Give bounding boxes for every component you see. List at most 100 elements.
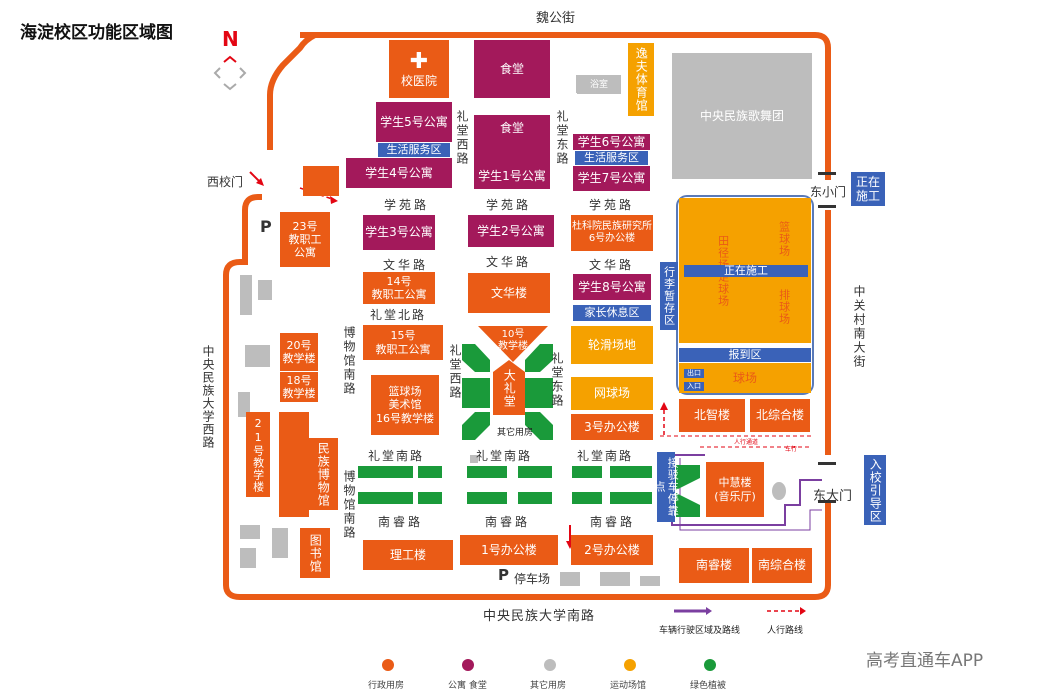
tennis-court: 网球场 (571, 377, 653, 410)
dorm-7: 学生7号公寓 (573, 166, 650, 191)
teaching-building-21: 21号教学楼 (246, 412, 270, 497)
building-nanzonghe: 南综合楼 (752, 548, 812, 583)
compass-north: N (222, 27, 239, 51)
pedestrian-arrow-west (299, 187, 336, 201)
service-area-east: 生活服务区 (575, 151, 648, 165)
legend-label: 其它用房 (530, 681, 567, 691)
building-yifu-gym: 逸夫体育馆 (628, 43, 654, 116)
dorm-3: 学生3号公寓 (363, 215, 435, 250)
legend-label: 绿色植被 (690, 681, 727, 691)
office-2: 2号办公楼 (571, 535, 653, 565)
route-legend-icons (674, 607, 806, 615)
road-litang-bei: 礼堂北路 (370, 308, 427, 322)
gate-dongdamen: 东大门 (813, 489, 853, 504)
entrance-label: 入口 (684, 382, 704, 391)
road-minda-xi: 中央民族大学西路 (201, 345, 215, 449)
dorm-8: 学生8号公寓 (573, 274, 651, 300)
road-guancun-nan: 中关村南大街 (852, 285, 866, 369)
building-shitang-north: 食堂 (474, 40, 550, 98)
dorm-6: 学生6号公寓 (573, 134, 650, 150)
building-yushi: 浴室 (577, 76, 621, 94)
road-xueyuan-3: 学苑路 (589, 198, 635, 212)
building-beizonghe: 北综合楼 (750, 399, 810, 432)
staff-apt-23: 23号 教职工 公寓 (280, 212, 330, 267)
legend-dot (704, 659, 716, 671)
road-wenhua-1: 文华路 (383, 258, 429, 272)
road-litang-dong-1: 礼堂东路 (555, 110, 569, 166)
road-nanrui-3: 南睿路 (590, 515, 636, 529)
under-construction-east: 正在施工 (851, 172, 885, 206)
museum-west-wing (279, 412, 309, 517)
legend-vehicle-route: 车辆行驶区域及路线 (659, 626, 741, 636)
skating-rink: 轮滑场地 (571, 326, 653, 364)
service-area-west: 生活服务区 (378, 143, 450, 157)
registration-area: 报到区 (679, 348, 811, 362)
building-small-west (303, 166, 339, 196)
lawns (358, 344, 700, 517)
under-construction-field: 正在施工 (684, 264, 808, 277)
parking-p-west: P (260, 217, 272, 236)
dorm-5: 学生5号公寓 (376, 102, 452, 142)
legend-dot (382, 659, 394, 671)
road-litang-dong-2: 礼堂东路 (550, 352, 564, 408)
staff-apt-15: 15号 教职工公寓 (363, 325, 443, 360)
watermark: 高考直通车APP (866, 651, 984, 671)
road-weigong: 魏公街 (536, 11, 576, 26)
exit-label: 出口 (684, 369, 704, 378)
legend-pedestrian-route: 人行路线 (767, 626, 804, 636)
library: 图书馆 (300, 528, 330, 578)
building-zhonghui: 中慧楼 (音乐厅) (706, 462, 764, 517)
road-litang-nan-1: 礼堂南路 (368, 449, 425, 463)
building-gewutuan: 中央民族歌舞团 (672, 53, 812, 179)
building-beizhi: 北智楼 (679, 399, 745, 432)
building-art-gallery-16: 篮球场 美术馆 16号教学楼 (371, 375, 439, 435)
map-title: 海淀校区功能区域图 (20, 23, 173, 43)
legend-dot (544, 659, 556, 671)
basketball-court: 篮球场 (777, 221, 791, 257)
building-ligong: 理工楼 (363, 540, 453, 570)
road-litang-nan-3: 礼堂南路 (577, 449, 634, 463)
road-litang-nan-2: 礼堂南路 (476, 449, 533, 463)
teaching-building-20: 20号 教学楼 (280, 333, 318, 371)
legend-dot (624, 659, 636, 671)
other-rooms-label: 其它用房 (497, 428, 534, 438)
hospital-cross-icon: ✚ (409, 48, 429, 74)
fountain (772, 482, 786, 500)
parents-rest-area: 家长休息区 (573, 305, 651, 321)
luggage-storage: 行李暂存区 (660, 262, 678, 330)
building-xiaoyiyuan: ✚ 校医院 (389, 40, 449, 98)
legend-dot (462, 659, 474, 671)
building-wenhualou: 文华楼 (468, 273, 550, 313)
building-nanrui: 南睿楼 (679, 548, 749, 583)
teaching-building-10 (478, 326, 548, 362)
compass-icon (213, 55, 247, 91)
road-bowuguan-nan-1: 博物馆南路 (342, 326, 356, 396)
staff-apt-14: 14号 教职工公寓 (363, 272, 435, 304)
building-shitang-dorm1: 食堂 学生1号公寓 (474, 115, 550, 189)
road-bowuguan-nan-2: 博物馆南路 (342, 470, 356, 540)
vehicle-lane-label: 车行 (785, 446, 798, 453)
road-nanrui-1: 南睿路 (378, 515, 424, 529)
legend-label: 公寓 食堂 (448, 681, 487, 691)
road-litang-xi-1: 礼堂西路 (455, 110, 469, 166)
dorm-4: 学生4号公寓 (346, 158, 452, 188)
road-xueyuan-1: 学苑路 (384, 198, 430, 212)
entry-guide-area: 入校引导区 (864, 455, 886, 525)
auditorium-label: 大礼堂 (502, 368, 517, 408)
road-xueyuan-2: 学苑路 (486, 198, 532, 212)
teaching-building-10-label: 10号 教学楼 (498, 329, 528, 352)
shuttle-stop: 接驳车停靠点 (653, 452, 679, 522)
ethnic-museum: 民族博物馆 (308, 438, 338, 510)
parking-p-south: P (498, 566, 509, 584)
parking-label: 停车场 (514, 572, 551, 586)
auditorium (493, 360, 525, 415)
road-litang-xi-2: 礼堂西路 (448, 344, 462, 400)
office-6: 杜科院民族研究所 6号办公楼 (571, 215, 653, 251)
pedestrian-passage-label: 人行通道 (734, 439, 759, 446)
road-wenhua-3: 文华路 (589, 258, 635, 272)
volleyball-court: 排球场 (777, 289, 791, 325)
road-wenhua-2: 文华路 (486, 255, 532, 269)
teaching-building-18: 18号 教学楼 (280, 372, 318, 402)
